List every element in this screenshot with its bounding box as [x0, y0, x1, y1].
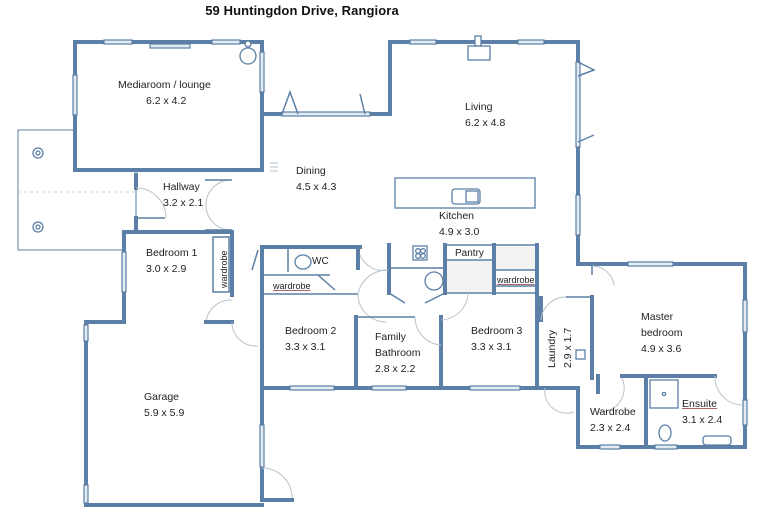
room-name: WC	[312, 256, 329, 267]
room-name: Pantry	[455, 248, 484, 259]
wardrobe-label: wardrobe	[273, 281, 311, 291]
room-size: 6.2 x 4.8	[465, 117, 506, 129]
entry-porch	[17, 129, 137, 251]
wardrobe-label: wardrobe	[497, 275, 535, 285]
ensuite-wardrobe-walls	[576, 374, 744, 450]
room-mediaroom: Mediaroom / lounge 6.2 x 4.2	[118, 77, 211, 109]
room-wc: WC	[312, 254, 329, 270]
room-name: Family	[375, 331, 406, 343]
room-bedroom1: Bedroom 1 3.0 x 2.9	[146, 245, 197, 277]
room-name: Ensuite	[682, 398, 718, 410]
room-name: bedroom	[641, 327, 683, 339]
wardrobe-label: wardrobe	[219, 250, 229, 288]
mediaroom-walls	[72, 39, 265, 172]
room-size: 2.9 x 1.7	[562, 327, 574, 368]
room-pantry: Pantry	[455, 246, 484, 262]
room-name: Laundry	[546, 330, 558, 368]
room-size: 4.9 x 3.6	[641, 343, 682, 355]
wardrobe-bedroom1: wardrobe	[216, 250, 232, 288]
toilet-icon	[294, 254, 312, 270]
room-master-bedroom: Master bedroom 4.9 x 3.6	[641, 309, 682, 357]
family-bathroom-walls	[354, 315, 443, 390]
drum-icon	[424, 271, 444, 291]
room-size: 5.9 x 5.9	[144, 407, 185, 419]
vanity-icon	[702, 435, 732, 446]
room-name: Bedroom 2	[285, 325, 337, 337]
plan-title: 59 Huntingdon Drive, Rangiora	[0, 3, 768, 18]
room-size: 4.9 x 3.0	[439, 226, 480, 238]
room-size: 3.2 x 2.1	[163, 197, 204, 209]
living-dining-walls	[260, 35, 747, 449]
room-size: 3.0 x 2.9	[146, 263, 187, 275]
room-name: Hallway	[163, 181, 200, 193]
room-laundry: Laundry 2.9 x 1.7	[544, 328, 576, 368]
toilet-icon	[658, 424, 672, 442]
room-name: Bathroom	[375, 347, 421, 359]
room-hallway: Hallway 3.2 x 2.1	[163, 179, 203, 211]
room-living: Living 6.2 x 4.8	[465, 99, 505, 131]
room-size: 3.3 x 3.1	[471, 341, 512, 353]
room-bedroom2: Bedroom 2 3.3 x 3.1	[285, 323, 336, 355]
room-garage: Garage 5.9 x 5.9	[144, 389, 184, 421]
room-size: 2.3 x 2.4	[590, 422, 631, 434]
room-size: 3.3 x 3.1	[285, 341, 326, 353]
room-name: Garage	[144, 391, 180, 403]
room-name: Mediaroom / lounge	[118, 79, 211, 91]
room-wardrobe: Wardrobe 2.3 x 2.4	[590, 404, 636, 436]
kitchen-island	[394, 177, 536, 209]
room-size: 3.1 x 2.4	[682, 414, 723, 426]
room-size: 4.5 x 4.3	[296, 181, 337, 193]
room-bedroom3: Bedroom 3 3.3 x 3.1	[471, 323, 522, 355]
room-name: Bedroom 1	[146, 247, 198, 259]
chair-icon	[239, 47, 257, 65]
tub-icon	[575, 349, 586, 360]
room-name: Dining	[296, 165, 326, 177]
room-ensuite: Ensuite 3.1 x 2.4	[682, 396, 722, 428]
room-family-bathroom: Family Bathroom 2.8 x 2.2	[375, 329, 421, 377]
wardrobe-bedroom3: wardrobe	[497, 272, 535, 288]
room-name: Kitchen	[439, 210, 475, 222]
wardrobe-bedroom2: wardrobe	[273, 278, 311, 294]
bedroom2-walls	[251, 245, 580, 391]
room-kitchen: Kitchen 4.9 x 3.0	[439, 208, 479, 240]
tv-unit-icon	[467, 45, 491, 61]
room-name: Living	[465, 101, 493, 113]
laundry-master-walls	[537, 261, 748, 426]
room-dining: Dining 4.5 x 4.3	[296, 163, 336, 195]
kitchen-pantry-walls	[359, 243, 539, 390]
room-size: 2.8 x 2.2	[375, 363, 416, 375]
room-name: Master	[641, 311, 674, 323]
plan-title-text: 59 Huntingdon Drive, Rangiora	[205, 3, 399, 18]
room-name: Bedroom 3	[471, 325, 523, 337]
hallway-walls	[134, 173, 233, 234]
room-name: Wardrobe	[590, 406, 636, 418]
room-size: 6.2 x 4.2	[146, 95, 187, 107]
